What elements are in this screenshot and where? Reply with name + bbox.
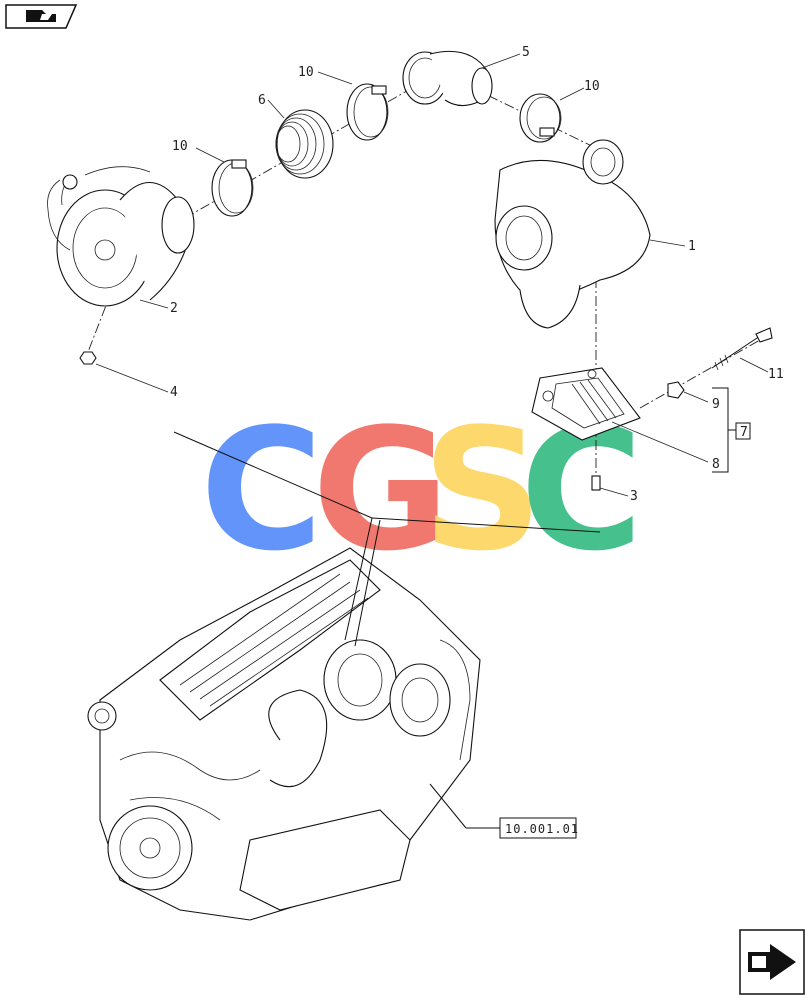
clamp-right xyxy=(519,93,562,143)
callout-10: 10 xyxy=(584,79,600,94)
engine-indicator-lines xyxy=(173,431,601,829)
callout-3: 3 xyxy=(630,489,638,504)
callout-1: 1 xyxy=(688,239,696,254)
callout-6: 6 xyxy=(258,93,266,108)
callout-2: 2 xyxy=(170,301,178,316)
callout-4: 4 xyxy=(170,385,178,400)
callout-5: 5 xyxy=(522,45,530,60)
next-page-icon[interactable] xyxy=(739,929,805,995)
callout-10: 10 xyxy=(172,139,188,154)
watermark-letter: C xyxy=(200,392,323,588)
bracket-7 xyxy=(712,387,751,473)
clamp-left xyxy=(211,159,254,217)
watermark: C G S C xyxy=(200,392,643,588)
engine-overview xyxy=(87,547,481,921)
bolt xyxy=(591,475,601,491)
callout-11: 11 xyxy=(768,367,784,382)
reference-tag[interactable]: 10.001.01 xyxy=(499,817,579,839)
watermark-letter: S xyxy=(422,392,543,588)
clamp-middle xyxy=(346,83,389,141)
bellows xyxy=(275,109,334,179)
turbocharger-right xyxy=(494,139,651,329)
turbocharger-left xyxy=(47,166,195,307)
stud xyxy=(711,327,773,371)
elbow-pipe xyxy=(402,50,493,107)
callout-9: 9 xyxy=(712,397,720,412)
callout-8: 8 xyxy=(712,457,720,472)
callout-7: 7 xyxy=(740,425,748,440)
leader-lines xyxy=(95,53,769,497)
reference-label: 10.001.01 xyxy=(505,822,579,836)
callout-10: 10 xyxy=(298,65,314,80)
watermark-letter: G xyxy=(312,392,450,588)
prev-page-icon[interactable] xyxy=(5,4,78,29)
callouts: 1 2 3 4 5 6 7 8 9 10 10 10 11 xyxy=(170,45,784,504)
nut-9 xyxy=(667,381,685,399)
nut xyxy=(79,351,97,365)
